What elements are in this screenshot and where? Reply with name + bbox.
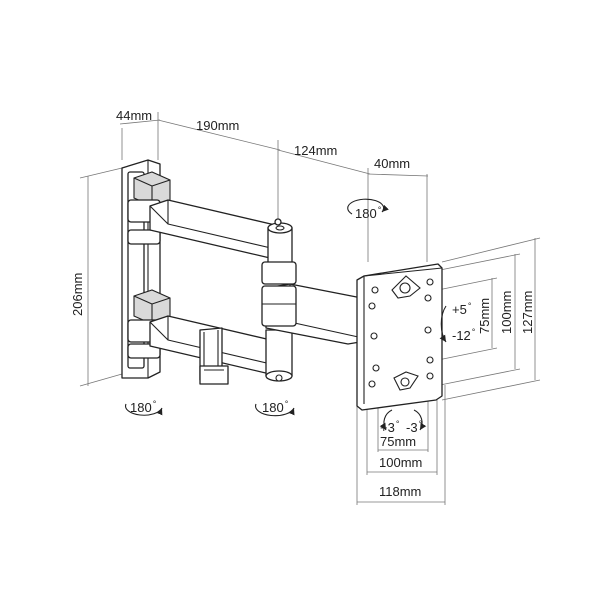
rotation-arrow-elbow xyxy=(255,403,295,417)
rotate-ccw-label: -3° xyxy=(406,419,423,435)
first-arm-length-label: 190mm xyxy=(196,118,239,133)
tilt-down-label: -12° xyxy=(452,327,476,343)
first-arm-upper xyxy=(149,199,293,269)
rotation-arrow-wall xyxy=(125,403,163,416)
wall-joint-label: 180° xyxy=(130,399,157,415)
first-arm-lower xyxy=(149,315,293,385)
tilt-arrow xyxy=(439,305,447,343)
vesa-h-mid-label: 100mm xyxy=(379,455,422,470)
rotation-arrow-head xyxy=(347,198,389,215)
elbow-joint-label: 180° xyxy=(262,399,289,415)
head-swivel-label: 180° xyxy=(355,205,382,221)
tilt-up-label: +5° xyxy=(452,301,472,317)
vesa-v-mid-label: 100mm xyxy=(499,291,514,334)
dimension-lines xyxy=(79,112,541,505)
plate-thickness-label: 44mm xyxy=(116,108,152,123)
vesa-v-large-label: 127mm xyxy=(520,291,535,334)
vesa-h-large-label: 118mm xyxy=(379,484,421,499)
vesa-plate xyxy=(356,263,443,411)
head-depth-label: 40mm xyxy=(374,156,410,171)
rotate-arrow xyxy=(379,409,427,431)
rotate-cw-label: +3° xyxy=(380,419,400,435)
vesa-v-small-label: 75mm xyxy=(477,298,492,334)
vesa-h-small-label: 75mm xyxy=(380,434,416,449)
plate-height-label: 206mm xyxy=(70,273,85,316)
second-arm-length-label: 124mm xyxy=(294,143,337,158)
